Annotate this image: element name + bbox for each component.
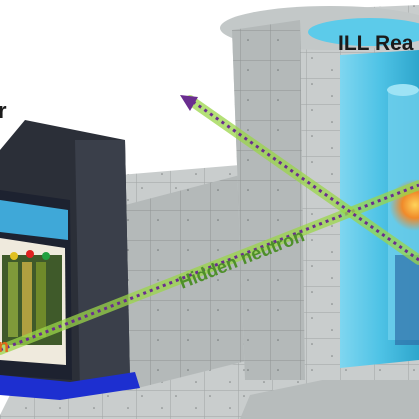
core-label-fragment: n xyxy=(0,336,9,356)
corridor-wall xyxy=(125,175,250,390)
reactor-pool-top xyxy=(308,18,419,46)
arrow-head-icon xyxy=(180,95,198,111)
detector-assembly xyxy=(0,120,140,400)
reactor-label: ILL Rea xyxy=(338,32,414,55)
detector-base xyxy=(0,372,140,400)
reactor-building xyxy=(220,5,419,380)
detector-label-fragment: r xyxy=(0,98,7,123)
hidden-neutron-beam xyxy=(0,95,419,355)
